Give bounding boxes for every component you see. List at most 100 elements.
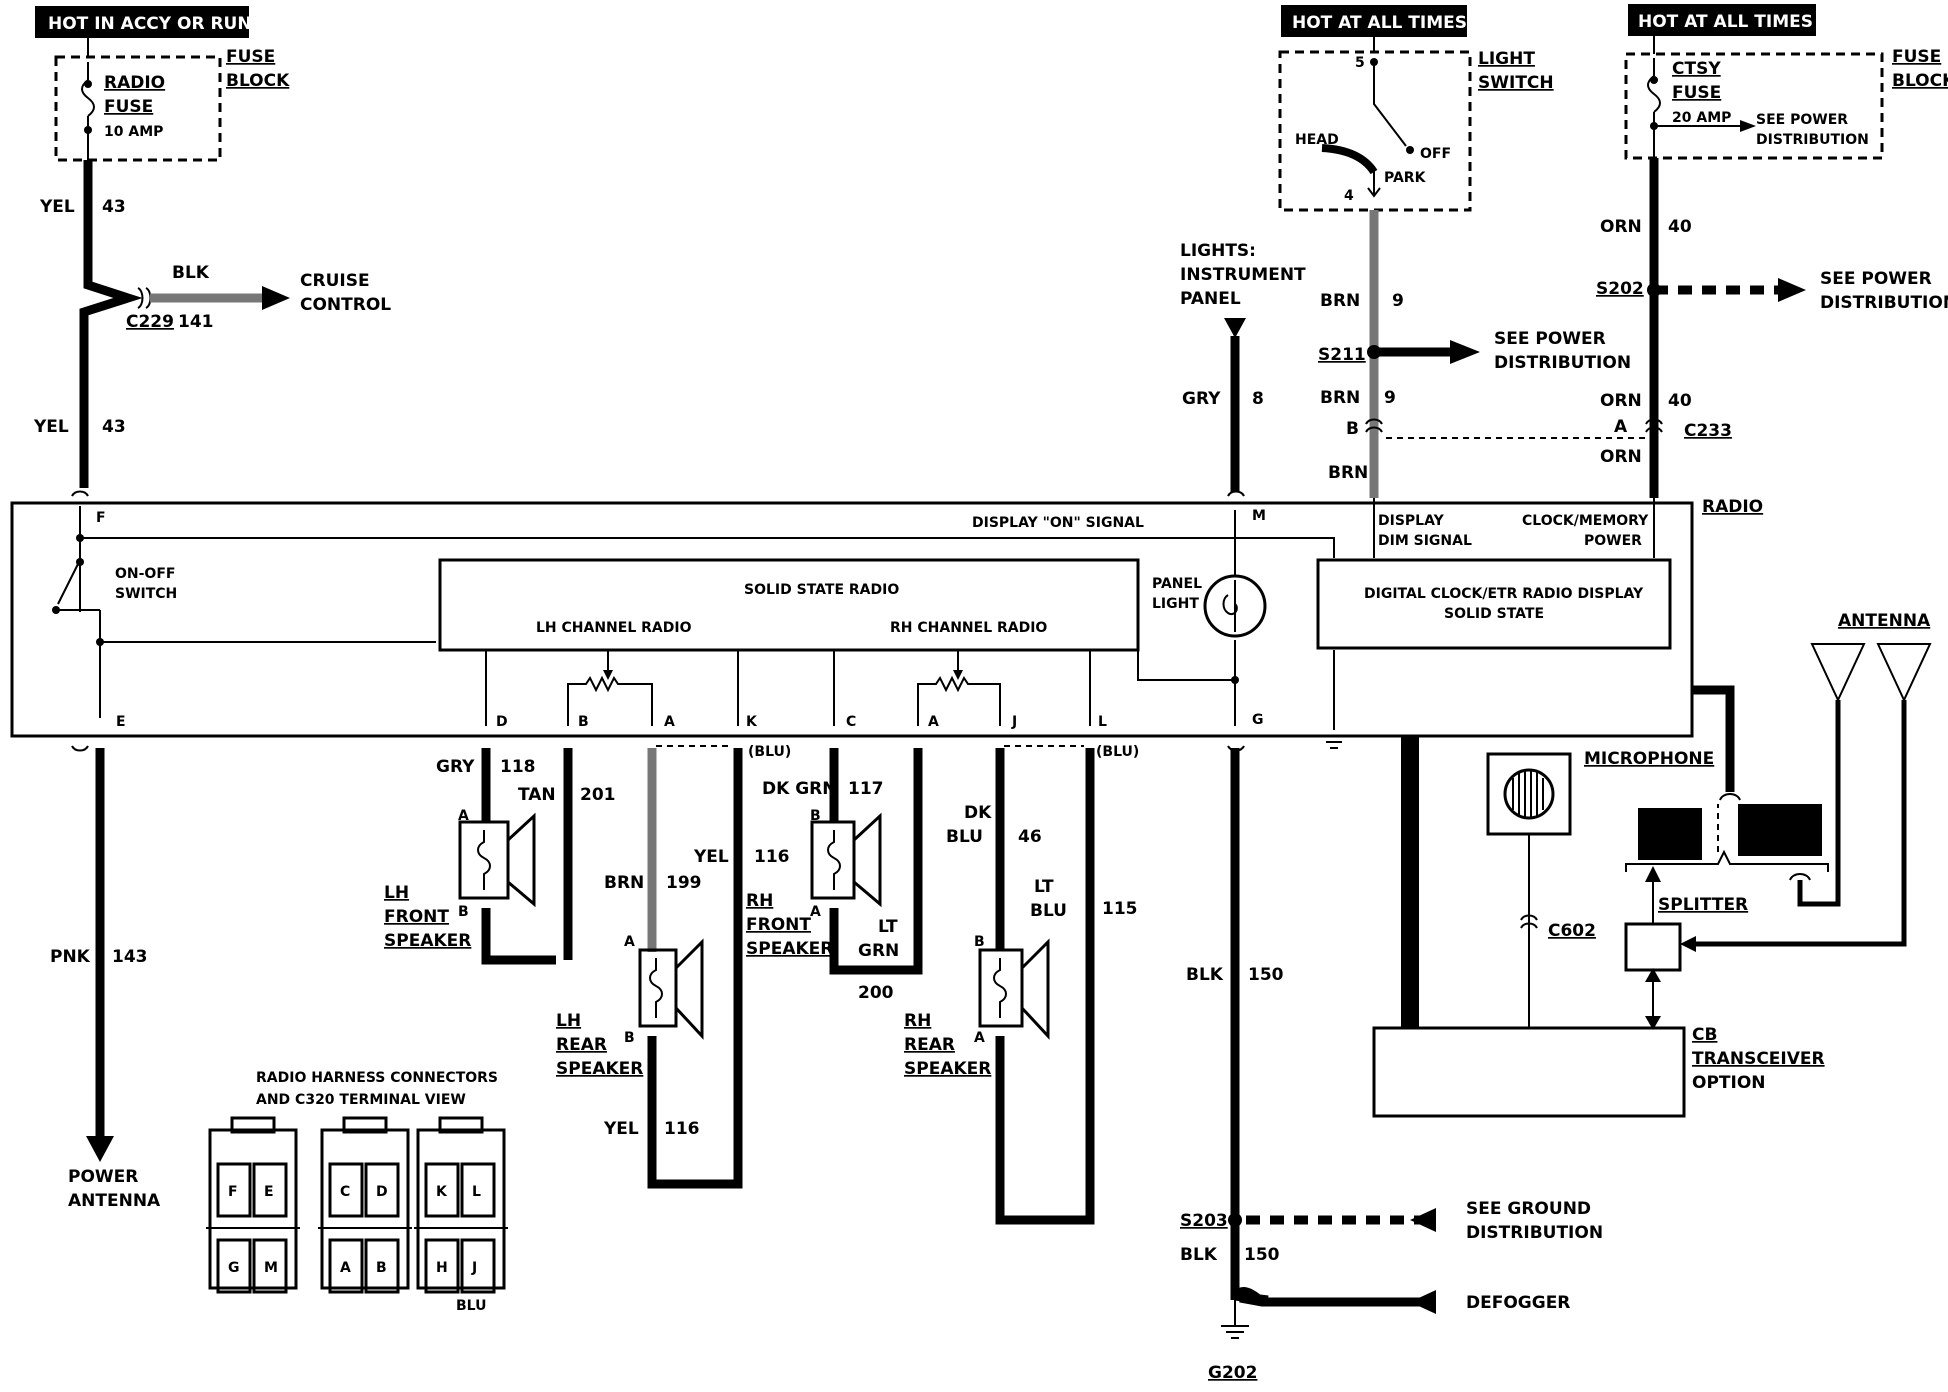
panel-light-2: LIGHT — [1152, 596, 1199, 612]
harness-pin-e: E — [264, 1184, 274, 1200]
wire-43-label: 43 — [102, 197, 126, 217]
harness-pin-h: H — [436, 1260, 448, 1276]
lhr-yel: YEL — [693, 847, 729, 867]
harness-pin-m: M — [264, 1260, 278, 1276]
wire-40-label-2: 40 — [1668, 391, 1692, 411]
fuse-block-left-1: FUSE — [226, 47, 275, 67]
lhf-label-2: FRONT — [384, 907, 449, 927]
rhf-label-2: FRONT — [746, 915, 811, 935]
fuse-block-right-1: FUSE — [1892, 47, 1941, 67]
lhr-brn: BRN — [604, 873, 644, 893]
power-antenna-1: POWER — [68, 1167, 138, 1187]
see-ground-2: DISTRIBUTION — [1466, 1223, 1603, 1243]
light-switch-head: HEAD — [1295, 132, 1339, 148]
lhr-blu: (BLU) — [748, 744, 791, 760]
rf-block-left — [1638, 808, 1702, 860]
wire-43-label-2: 43 — [102, 417, 126, 437]
ctsy-label: CTSY — [1672, 59, 1721, 79]
wire-orn-label-3: ORN — [1600, 447, 1642, 467]
cb-label-2: TRANSCEIVER — [1692, 1049, 1825, 1069]
hot-all-times-header-1 — [1281, 5, 1467, 37]
rhr-label-3: SPEAKER — [904, 1059, 991, 1079]
lights-label-3: PANEL — [1180, 289, 1241, 309]
harness-title-1: RADIO HARNESS CONNECTORS — [256, 1070, 498, 1086]
onoff-label-2: SWITCH — [115, 586, 177, 602]
lhf-label-3: SPEAKER — [384, 931, 471, 951]
harness-pin-f: F — [228, 1184, 238, 1200]
ctsy-fuse-box — [1624, 52, 1884, 160]
hot-all-times-label-1: HOT AT ALL TIMES — [1292, 13, 1467, 33]
rhf-lt: LT — [878, 917, 898, 937]
rhf-grn: GRN — [858, 941, 899, 961]
pin-a2: A — [928, 714, 939, 730]
clock-memory-2: POWER — [1584, 533, 1642, 549]
harness-blu: BLU — [456, 1298, 486, 1314]
wire-40-label: 40 — [1668, 217, 1692, 237]
rhr-lt: LT — [1034, 877, 1054, 897]
harness-title-2: AND C320 TERMINAL VIEW — [256, 1092, 466, 1108]
lhf-pin-b: B — [458, 904, 469, 920]
cb-label-3: OPTION — [1692, 1073, 1766, 1093]
hot-all-times-header-2 — [1628, 4, 1816, 36]
pin-l: L — [1098, 714, 1107, 730]
cruise-label-2: CONTROL — [300, 295, 391, 315]
c233-pin-a: A — [1614, 417, 1628, 437]
light-switch-name-2: SWITCH — [1478, 73, 1554, 93]
rhf-pin-b: B — [810, 808, 821, 824]
fuse-block-right-2: BLOCK — [1892, 71, 1948, 91]
wire-141-label: 141 — [178, 312, 214, 332]
digital-clock-2: SOLID STATE — [1444, 606, 1544, 622]
radio-fuse-icon — [81, 62, 95, 160]
wire-blk-label: BLK — [172, 263, 210, 283]
light-switch-pin5: 5 — [1355, 55, 1365, 71]
pin-f: F — [96, 510, 106, 526]
rhr-ltblu: BLU — [1030, 901, 1067, 921]
rhr-blu-label: (BLU) — [1096, 744, 1139, 760]
solid-state-radio-box — [438, 558, 1140, 652]
wire-150-label: 150 — [1248, 965, 1284, 985]
see-ground-1: SEE GROUND — [1466, 1199, 1591, 1219]
radio-fuse-fuse: FUSE — [104, 97, 153, 117]
see-power-2: DISTRIBUTION — [1494, 353, 1631, 373]
ctsy-amp: 20 AMP — [1672, 110, 1731, 126]
arrow-cruise — [262, 286, 290, 310]
rhf-200: 200 — [858, 983, 894, 1003]
pin-a: A — [664, 714, 675, 730]
lhf-gry: GRY — [436, 757, 475, 777]
fuse-block-left-2: BLOCK — [226, 71, 290, 91]
splitter — [1624, 922, 1682, 972]
light-switch-icon — [1373, 62, 1407, 147]
onoff-label-1: ON-OFF — [115, 566, 175, 582]
lhr-116-2: 116 — [664, 1119, 700, 1139]
wire-9-label-2: 9 — [1384, 388, 1396, 408]
antenna-icon — [1810, 643, 1932, 703]
g202-label: G202 — [1208, 1363, 1257, 1383]
wire-brn-label-2: BRN — [1320, 388, 1360, 408]
c233-pin-b: B — [1346, 419, 1359, 439]
hot-accy-run-header — [35, 6, 249, 38]
harness-pin-l: L — [472, 1184, 481, 1200]
lhf-pin-a: A — [458, 808, 469, 824]
pin-d: D — [496, 714, 508, 730]
wire-orn-label-2: ORN — [1600, 391, 1642, 411]
radio-fuse-name: RADIO — [104, 73, 165, 93]
panel-light-1: PANEL — [1152, 576, 1202, 592]
rhr-label-2: REAR — [904, 1035, 955, 1055]
pin-m: M — [1252, 508, 1266, 524]
rhr-label-1: RH — [904, 1011, 931, 1031]
splitter-label: SPLITTER — [1658, 895, 1748, 915]
panel-light-bulb — [1203, 574, 1267, 638]
rhr-46: 46 — [1018, 827, 1042, 847]
digital-clock-box — [1316, 558, 1672, 650]
digital-clock-1: DIGITAL CLOCK/ETR RADIO DISPLAY — [1364, 586, 1644, 602]
lhr-yel-2: YEL — [603, 1119, 639, 1139]
hot-accy-run-label: HOT IN ACCY OR RUN — [48, 14, 252, 34]
rhr-115: 115 — [1102, 899, 1138, 919]
pin-b: B — [578, 714, 589, 730]
lights-label-2: INSTRUMENT — [1180, 265, 1306, 285]
light-switch-name-1: LIGHT — [1478, 49, 1535, 69]
harness-pin-k: K — [436, 1184, 448, 1200]
s203-splice — [1228, 1213, 1242, 1227]
harness-connector-view — [206, 1116, 508, 1294]
wire-yel-43 — [79, 160, 143, 488]
